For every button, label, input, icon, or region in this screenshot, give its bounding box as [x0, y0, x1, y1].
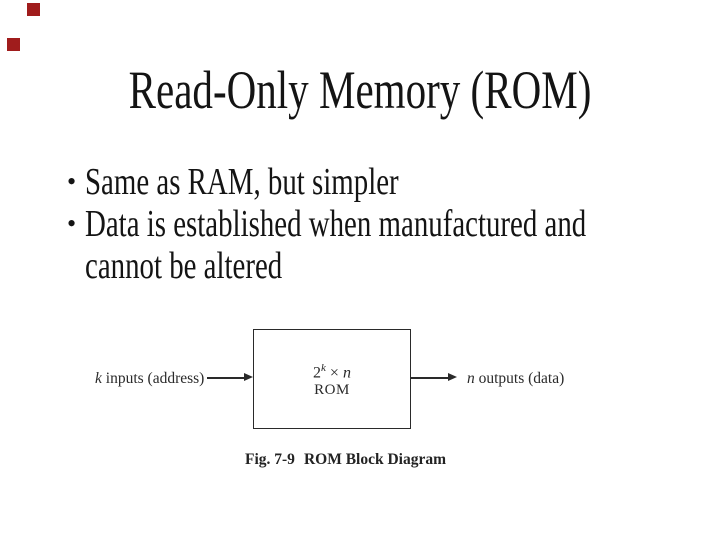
- dimension-times: ×: [325, 364, 343, 382]
- input-label: k inputs (address): [95, 370, 204, 387]
- decor-red-square-top: [27, 3, 40, 16]
- output-variable: n: [467, 370, 475, 387]
- bullet-marker: •: [66, 167, 77, 196]
- input-variable: k: [95, 370, 102, 387]
- output-label: n outputs (data): [467, 370, 564, 387]
- figure-number: Fig. 7-9: [245, 451, 295, 468]
- bullet-text-2: Data is established when manufactured an…: [85, 203, 586, 287]
- bullet-2-line-2: cannot be altered: [85, 245, 283, 287]
- bullet-item-1: • Same as RAM, but simpler: [58, 161, 698, 203]
- dimension-variable: n: [342, 364, 351, 382]
- bullet-marker: •: [66, 209, 77, 238]
- rom-box-dimension: 2k × n: [313, 360, 351, 381]
- rom-box-name: ROM: [314, 381, 350, 398]
- dimension-base: 2: [313, 364, 322, 382]
- slide-title: Read-Only Memory (ROM): [128, 60, 592, 120]
- bullet-text-1: Same as RAM, but simpler: [85, 161, 399, 203]
- bullet-list: • Same as RAM, but simpler • Data is est…: [58, 161, 698, 287]
- bullet-1-line-1: Same as RAM, but simpler: [85, 161, 399, 203]
- bullet-2-line-1: Data is established when manufactured an…: [85, 203, 587, 245]
- output-arrow-line: [411, 377, 450, 379]
- dimension-exponent: k: [321, 362, 326, 375]
- decor-red-square-left: [7, 38, 20, 51]
- input-arrowhead-icon: [244, 373, 253, 381]
- input-label-text: inputs (address): [101, 370, 205, 387]
- rom-box: 2k × n ROM: [253, 329, 411, 429]
- output-arrowhead-icon: [448, 373, 457, 381]
- figure-title: ROM Block Diagram: [303, 451, 447, 468]
- input-arrow-line: [207, 377, 246, 379]
- figure-caption: Fig. 7-9 ROM Block Diagram: [245, 451, 446, 469]
- output-label-text: outputs (data): [474, 370, 565, 387]
- bullet-item-2: • Data is established when manufactured …: [58, 203, 698, 287]
